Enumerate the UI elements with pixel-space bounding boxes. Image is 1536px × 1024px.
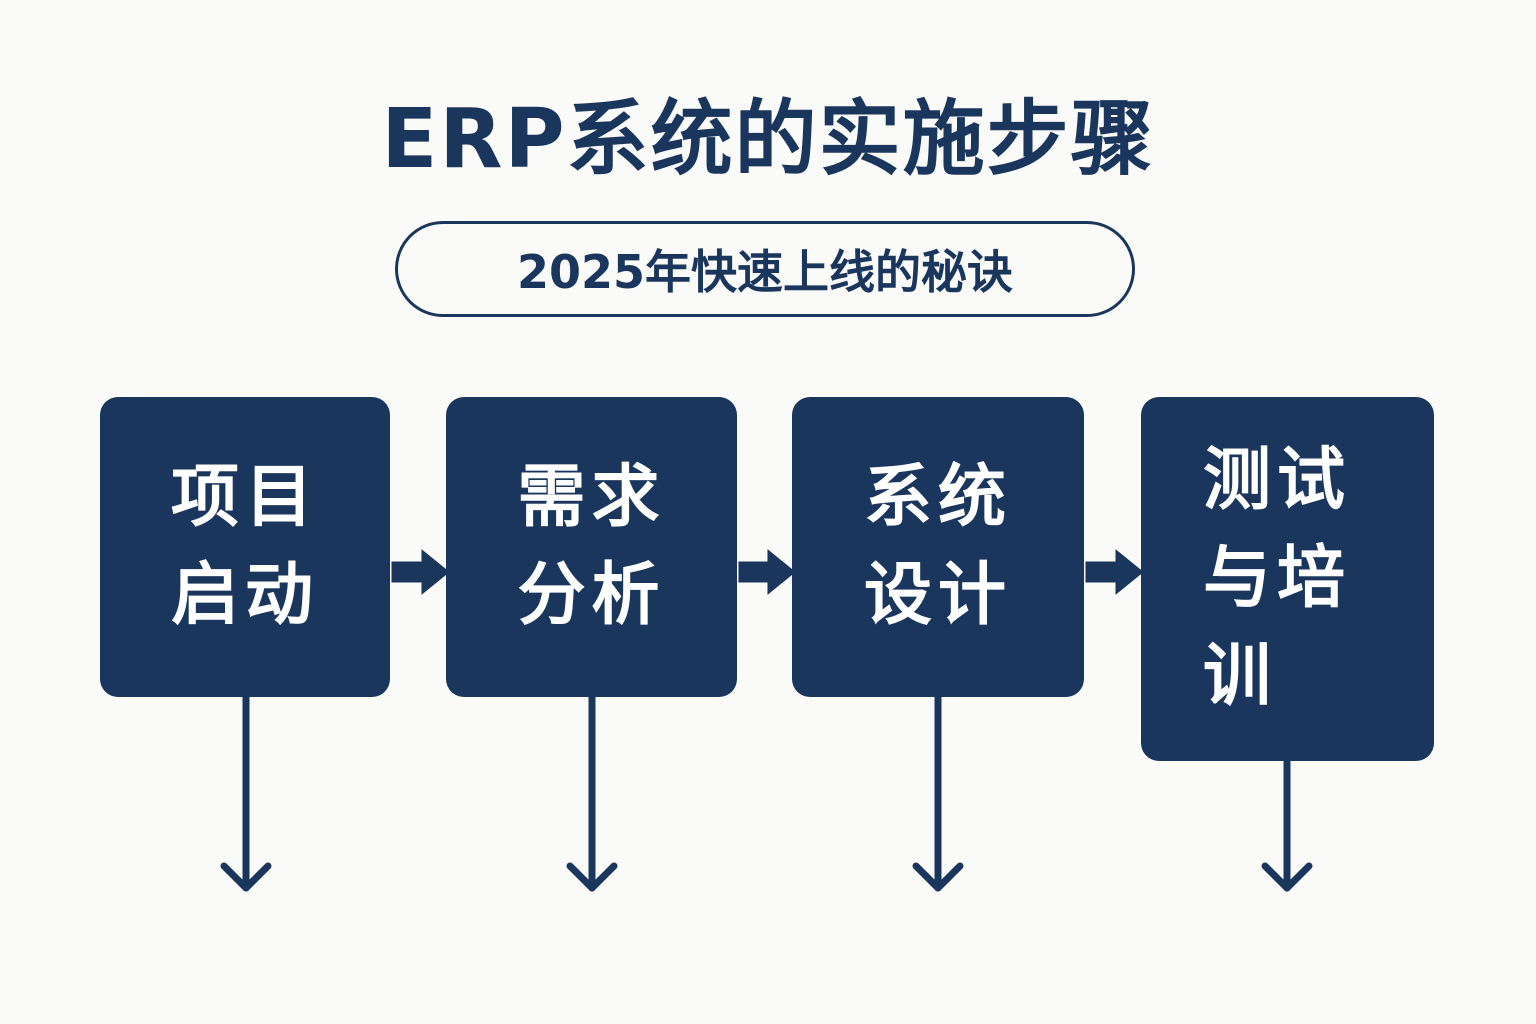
step-label: 系统: [863, 458, 1012, 537]
step-requirements-analysis: 需求 分析: [446, 397, 737, 697]
page-title: ERP系统的实施步骤: [381, 92, 1155, 187]
step-label: 测试: [1203, 441, 1352, 520]
step-label: 分析: [517, 556, 666, 635]
step-label: 启动: [170, 556, 319, 635]
arrow-right-icon: [735, 542, 801, 602]
step-project-kickoff: 项目 启动: [100, 397, 390, 697]
step-system-design: 系统 设计: [792, 397, 1084, 697]
arrow-down-icon: [912, 693, 964, 892]
step-label: 需求: [517, 458, 666, 537]
step-label: 与培: [1203, 539, 1352, 618]
step-testing-training: 测试 与培 训: [1141, 397, 1434, 761]
step-label: 项目: [170, 458, 319, 537]
arrow-down-icon: [1261, 757, 1313, 892]
step-label: 设计: [863, 556, 1012, 635]
arrow-right-icon: [1082, 542, 1149, 602]
subtitle-pill: 2025年快速上线的秘诀: [395, 221, 1135, 317]
step-label: 训: [1203, 637, 1278, 716]
arrow-right-icon: [388, 542, 455, 602]
arrow-down-icon: [220, 693, 272, 892]
subtitle-text: 2025年快速上线的秘诀: [516, 245, 1014, 299]
arrow-down-icon: [566, 693, 618, 892]
